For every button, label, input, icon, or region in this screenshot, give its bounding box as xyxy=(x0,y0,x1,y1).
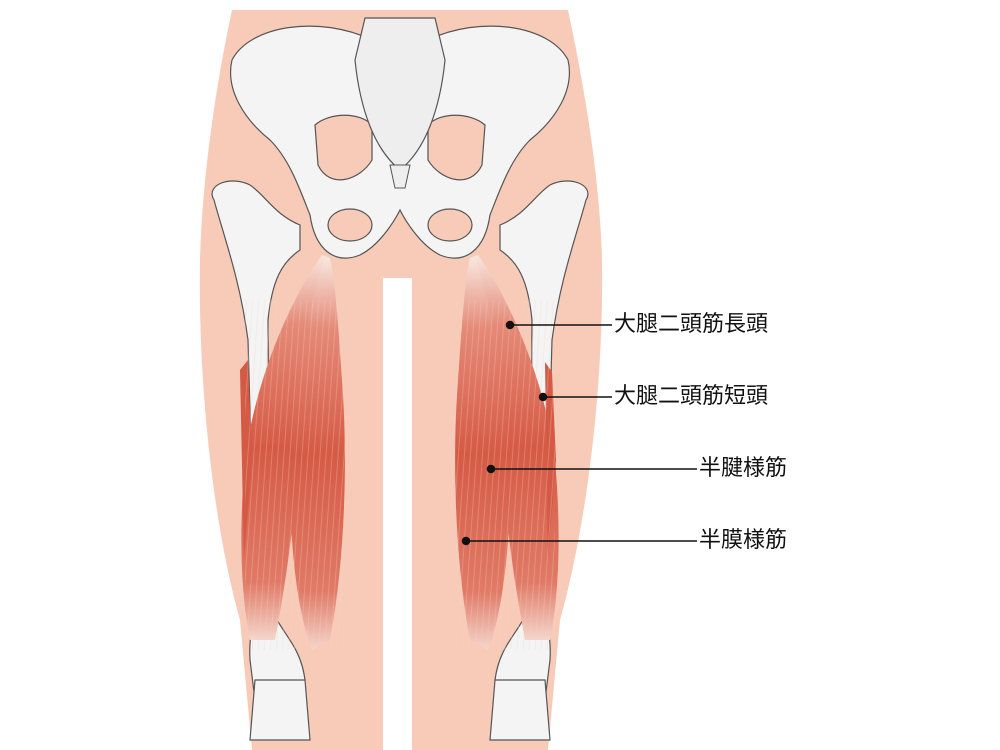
leader-lines xyxy=(461,320,697,546)
hamstrings-right xyxy=(455,255,559,650)
coccyx xyxy=(389,164,411,189)
label-biceps-femoris-long-head: 大腿二頭筋長頭 xyxy=(614,312,769,337)
label-biceps-femoris-short-head: 大腿二頭筋短頭 xyxy=(614,384,769,409)
hamstrings-left xyxy=(240,255,345,650)
label-semimembranosus: 半膜様筋 xyxy=(699,528,788,553)
label-semitendinosus: 半腱様筋 xyxy=(699,456,788,481)
